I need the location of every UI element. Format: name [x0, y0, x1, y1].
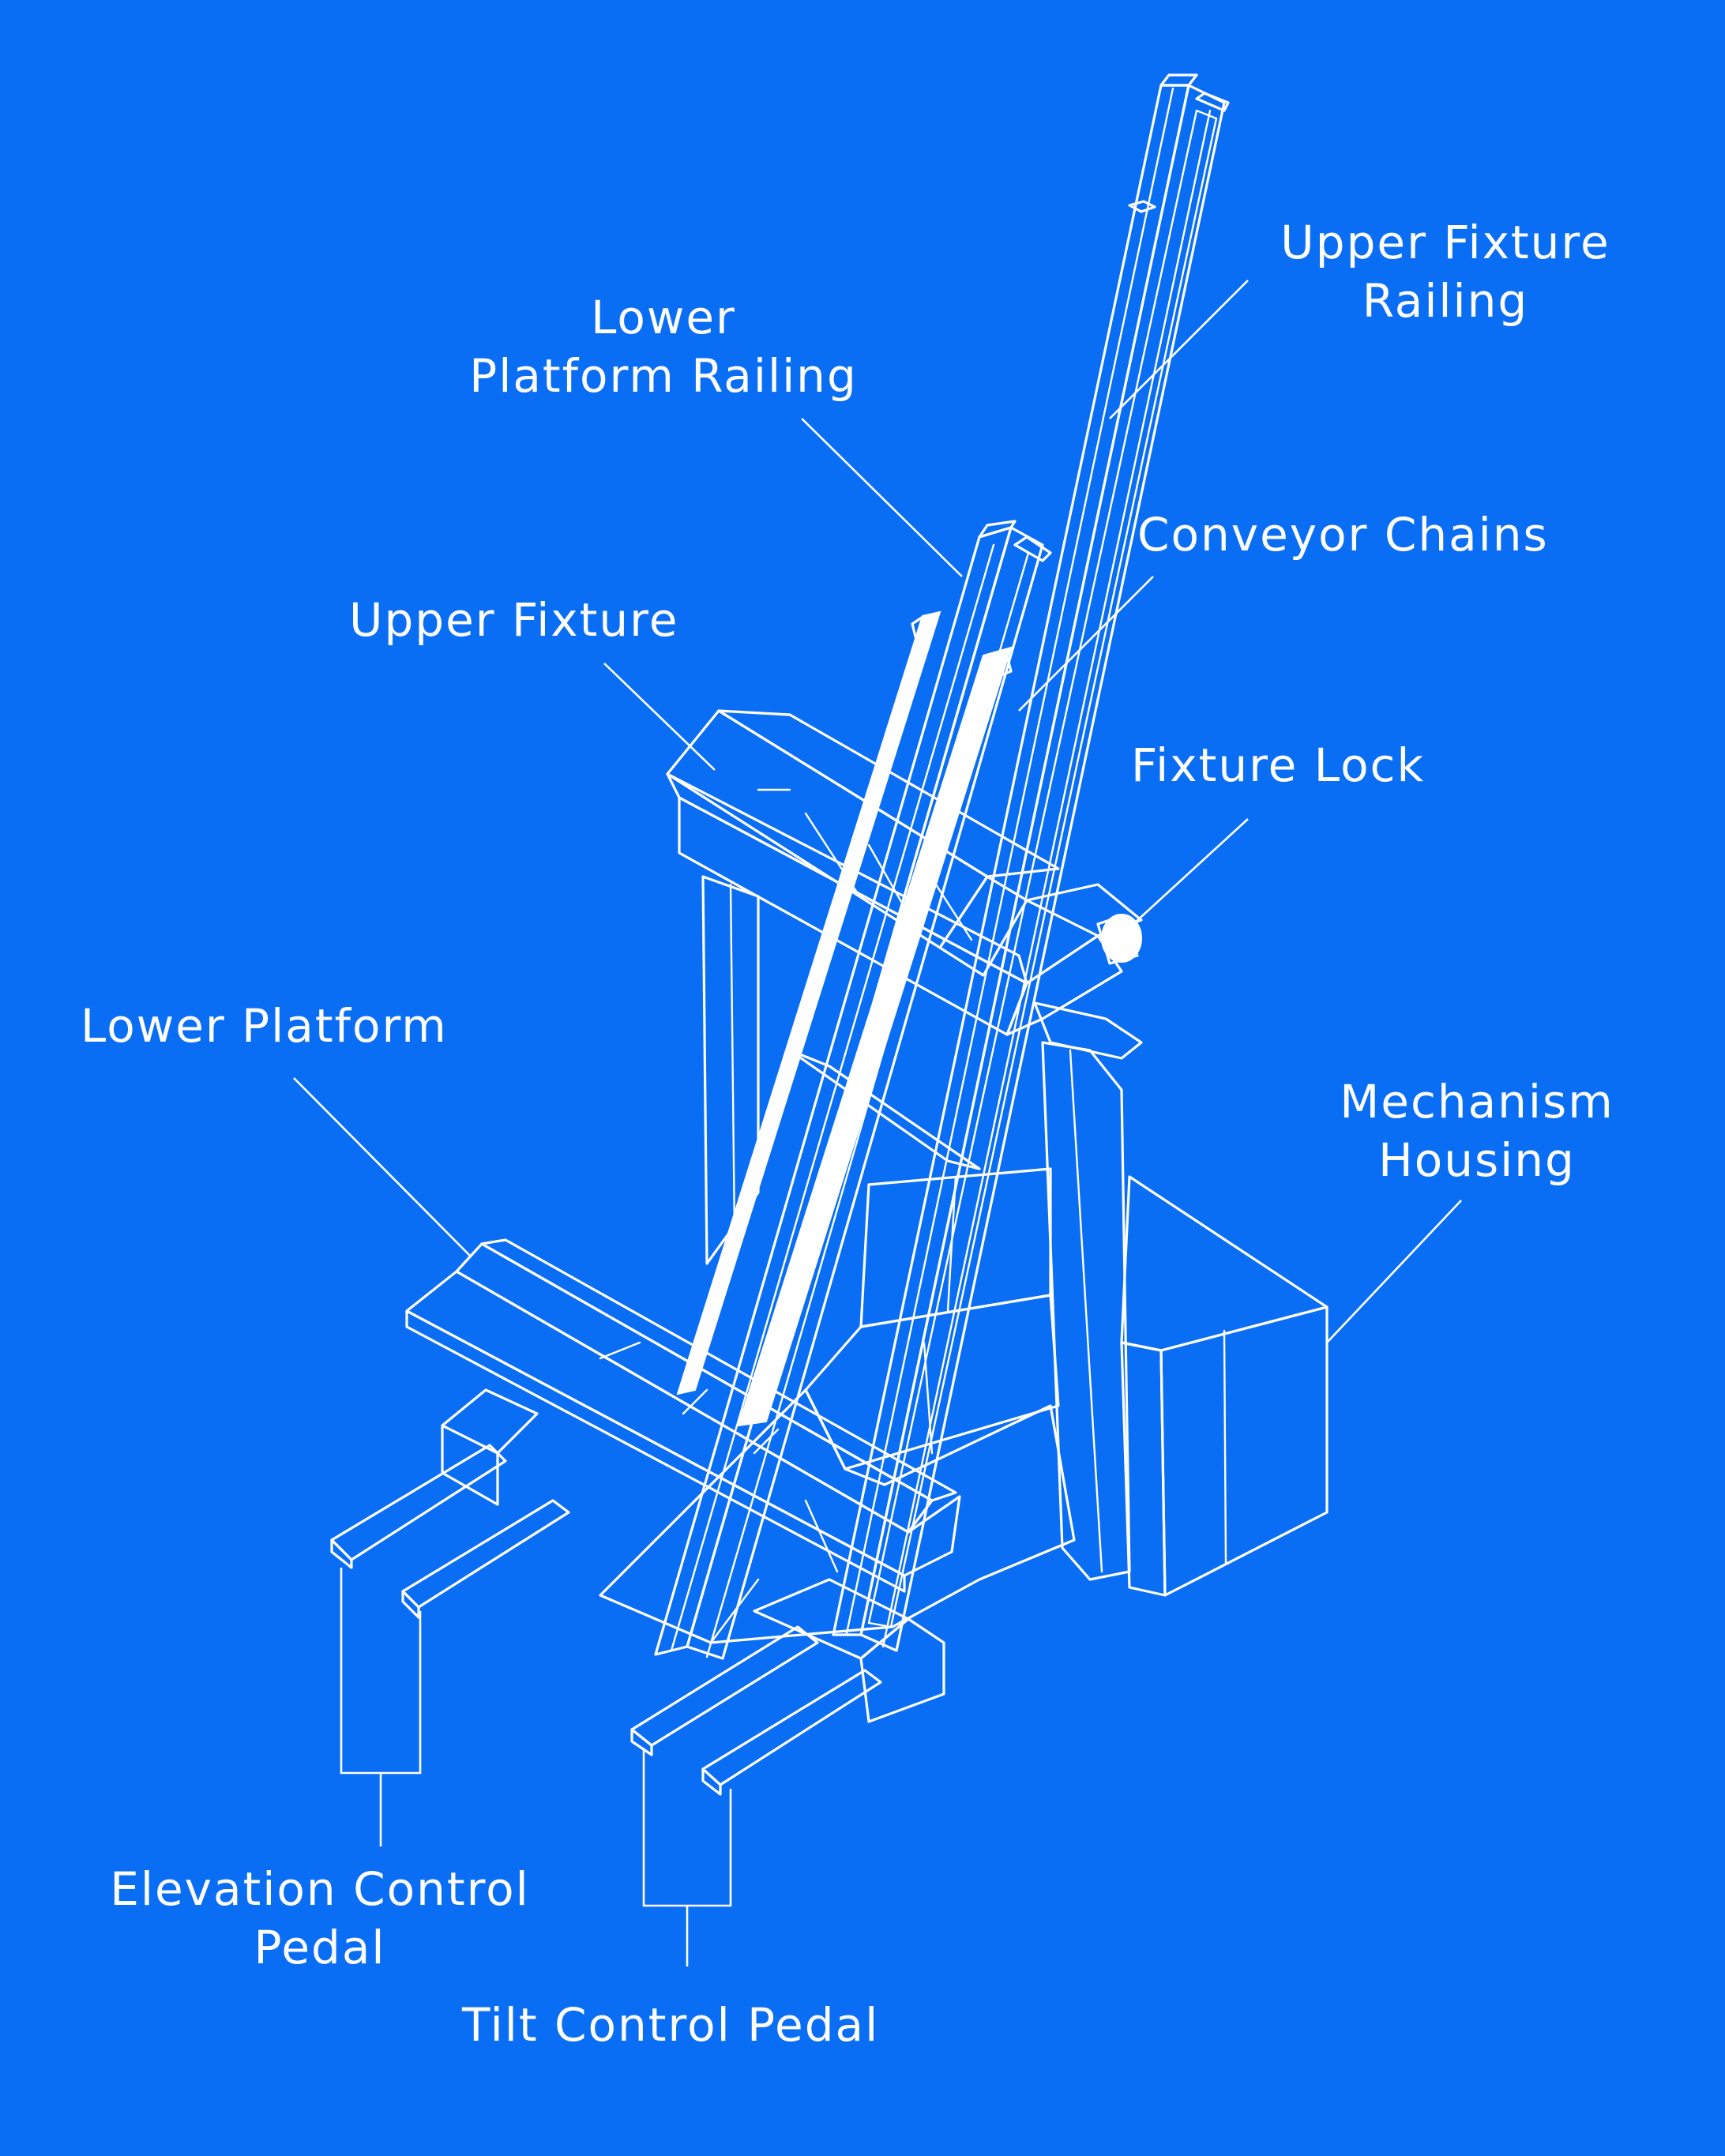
lower-platform-drawing	[405, 1238, 961, 1593]
label-lower-platform-railing: Lower Platform Railing	[469, 291, 858, 403]
label-conveyor-chains: Conveyor Chains	[1137, 508, 1549, 562]
label-upper-fixture-railing: Upper Fixture Railing	[1280, 216, 1610, 328]
frame-supports-drawing	[599, 875, 1143, 1644]
label-mechanism-housing: Mechanism Housing	[1340, 1075, 1614, 1187]
leader-lower-platform	[293, 1077, 471, 1256]
leader-lower-platform-railing	[801, 418, 963, 577]
mechanism-housing-drawing	[1120, 1175, 1329, 1597]
tilt-pedal-drawing	[630, 1578, 945, 1966]
label-lower-platform: Lower Platform	[81, 999, 448, 1053]
leader-mechanism-housing	[1326, 1200, 1462, 1343]
label-tilt-control-pedal: Tilt Control Pedal	[462, 1998, 880, 2052]
fixture-lock-drawing	[1096, 914, 1142, 965]
leader-lines	[293, 280, 1462, 1343]
label-upper-fixture: Upper Fixture	[349, 593, 679, 647]
label-fixture-lock: Fixture Lock	[1131, 738, 1426, 792]
leader-upper-fixture-railing	[1109, 280, 1249, 419]
elevation-pedal-drawing	[330, 1388, 570, 1846]
leader-fixture-lock	[1133, 818, 1249, 925]
leader-conveyor-chains	[1018, 576, 1154, 712]
label-elevation-control-pedal: Elevation Control Pedal	[110, 1862, 530, 1974]
upper-fixture-drawing	[666, 709, 1143, 1036]
leader-upper-fixture	[603, 663, 716, 771]
